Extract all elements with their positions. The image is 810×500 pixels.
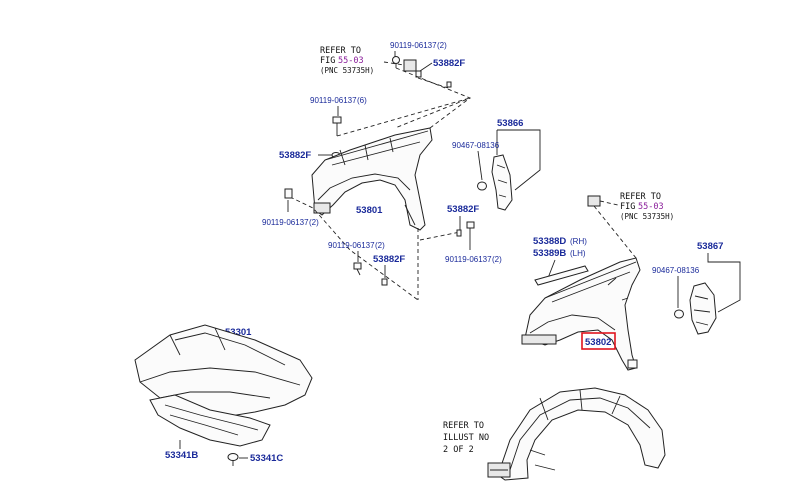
- bolt-top-icon: [392, 56, 400, 68]
- bolt-top-qty: (2): [437, 41, 447, 50]
- bolt-right-qty: (2): [492, 255, 502, 264]
- leader-bracket-rh: [707, 253, 741, 313]
- clip-rh-icon: [674, 309, 684, 319]
- dash-outline-upper: [394, 67, 472, 129]
- refer-illust-line1: REFER TO: [443, 421, 484, 431]
- seal-lh-label: 53389B (LH): [533, 248, 586, 259]
- refer-fig-2-fig-word: FIG: [620, 202, 635, 212]
- refer-fig-2-fig-number[interactable]: 55-03: [638, 202, 664, 212]
- bolt-left-lower-label: 90119-06137 (2): [262, 218, 319, 227]
- refer-illust-note: REFER TO ILLUST NO 2 OF 2: [443, 421, 489, 455]
- fender-lh-label[interactable]: 53801: [356, 205, 383, 216]
- hood-clip-label[interactable]: 53341C: [250, 453, 283, 464]
- seal-icon: [534, 265, 589, 286]
- leader-bracket-lh: [497, 129, 541, 191]
- bolt-left-upper-number[interactable]: 90119-06137: [310, 96, 357, 105]
- bracket-lh-label[interactable]: 53866: [497, 118, 523, 129]
- bolt-right-label: 90119-06137 (2): [445, 255, 502, 264]
- bolt-left-lower-number[interactable]: 90119-06137: [262, 218, 309, 227]
- hood-label[interactable]: 53301: [225, 327, 252, 338]
- leader-seal: [547, 259, 556, 279]
- bracket-rh-label[interactable]: 53867: [697, 241, 723, 252]
- fender-lh-illustration: [311, 127, 433, 231]
- clip-rh-label[interactable]: 90467-08136: [652, 266, 700, 275]
- seal-lh-side: (LH): [570, 249, 586, 258]
- refer-fig-1-line1: REFER TO: [320, 46, 361, 56]
- clip-lh-icon: [477, 181, 487, 191]
- refer-fig-note-2: REFER TO FIG 55-03 (PNC 53735H): [620, 192, 674, 221]
- refer-fig-note-1: REFER TO FIG 55-03 (PNC 53735H): [320, 46, 374, 75]
- bolt-mid-icon: [353, 262, 362, 276]
- leader-cap-top: [383, 61, 405, 66]
- seal-lh-number[interactable]: 53389B: [533, 248, 566, 259]
- dash-bolt-to-fender: [336, 97, 471, 137]
- leader-clip-lh: [477, 150, 483, 181]
- bolt-left-lower-icon: [284, 188, 293, 199]
- pad-top-small-icon: [446, 81, 452, 88]
- pad-left-label[interactable]: 53882F: [279, 150, 311, 161]
- dash-fender-top: [429, 97, 471, 129]
- bolt-right-number[interactable]: 90119-06137: [445, 255, 492, 264]
- refer-fig-1-fig-number[interactable]: 55-03: [338, 56, 364, 66]
- refer-illust-line2: ILLUST NO: [443, 433, 489, 443]
- seal-rh-label: 53388D (RH): [533, 236, 587, 247]
- bolt-left-lower-qty: (2): [309, 218, 319, 227]
- fender-rh-highlight-box: [581, 332, 616, 350]
- fender-rh-illustration: [521, 257, 641, 371]
- hood-seal-illustration: [149, 394, 271, 447]
- cap-block-top: [403, 59, 417, 72]
- hood-clip-icon: [227, 453, 239, 466]
- fender-rh-label[interactable]: 53802: [585, 337, 611, 348]
- seal-rh-side: (RH): [570, 237, 587, 246]
- bolt-top-label: 90119-06137 (2): [390, 41, 447, 50]
- bracket-rh-illustration: [689, 282, 717, 335]
- bolt-mid-qty: (2): [375, 241, 385, 250]
- bracket-lh-illustration: [491, 154, 513, 211]
- bolt-right-icon: [466, 221, 475, 236]
- bolt-left-upper-qty: (6): [357, 96, 367, 105]
- refer-fig-2-line1: REFER TO: [620, 192, 661, 202]
- pad-top-label[interactable]: 53882F: [433, 58, 465, 69]
- bolt-mid-label: 90119-06137 (2): [328, 241, 385, 250]
- seal-rh-number[interactable]: 53388D: [533, 236, 566, 247]
- dash-fender-mid: [419, 231, 461, 241]
- leader-pad-top: [419, 62, 433, 72]
- bolt-left-upper-icon: [332, 116, 342, 136]
- refer-fig-1-fig-word: FIG: [320, 56, 335, 66]
- pad-right-icon: [456, 229, 462, 237]
- leader-cap-right: [599, 200, 619, 206]
- refer-illust-line3: 2 OF 2: [443, 445, 474, 455]
- refer-fig-2-pnc: (PNC 53735H): [620, 212, 674, 221]
- bolt-mid-number[interactable]: 90119-06137: [328, 241, 375, 250]
- bolt-left-upper-label: 90119-06137 (6): [310, 96, 367, 105]
- bolt-top-number[interactable]: 90119-06137: [390, 41, 437, 50]
- cap-block-right: [587, 195, 601, 207]
- fender-liner-illustration: [487, 387, 666, 481]
- dash-link-top: [417, 77, 449, 89]
- hood-seal-label[interactable]: 53341B: [165, 450, 198, 461]
- pad-mid-icon: [381, 278, 388, 286]
- clip-lh-label[interactable]: 90467-08136: [452, 141, 500, 150]
- pad-mid-label[interactable]: 53882F: [373, 254, 405, 265]
- refer-fig-1-pnc: (PNC 53735H): [320, 66, 374, 75]
- pad-right-label[interactable]: 53882F: [447, 204, 479, 215]
